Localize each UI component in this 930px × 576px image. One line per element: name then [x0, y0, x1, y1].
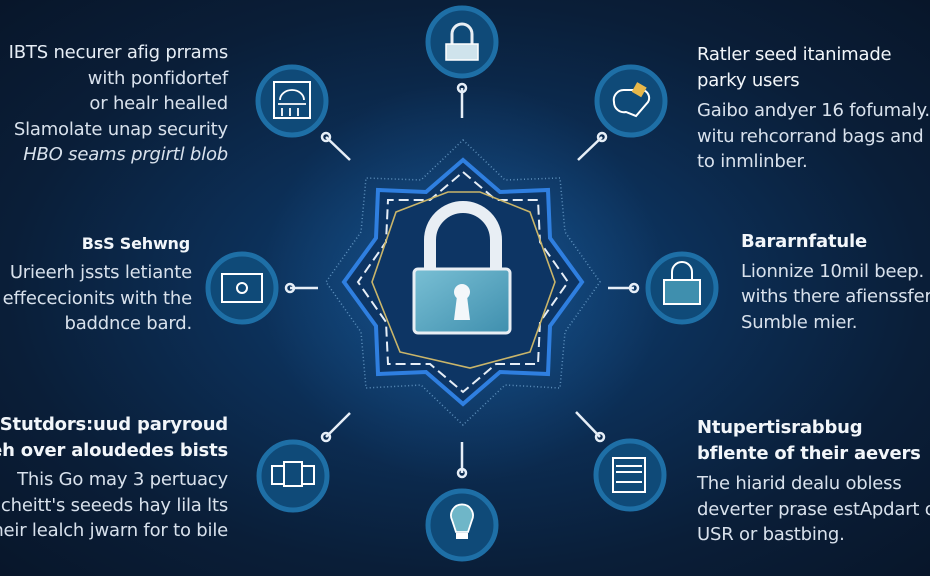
- connectors: [284, 82, 640, 479]
- text-line: Sumble mier.: [741, 311, 858, 333]
- text-line: effececionits with the: [2, 287, 193, 309]
- text-line: Slamolate unap security: [13, 118, 228, 140]
- node-top-padlock-icon: [425, 5, 499, 79]
- text-line: heir lealch jwarn for to bile: [0, 520, 228, 541]
- text-line: HBO seams prgirtl blob: [23, 144, 228, 165]
- block-title: Stutdors:uud paryroud: [0, 414, 228, 435]
- text-line: IBTS necurer afig prrams: [8, 42, 229, 63]
- block-title: parky users: [697, 69, 800, 91]
- text-line: cheitt's seeeds hay lila lts: [0, 494, 228, 516]
- text-line: witu rehcorrand bags and: [697, 125, 924, 147]
- text-line: deverter prase estApdart o: [697, 498, 930, 520]
- bottom-left-text: Stutdors:uud paryroud breh over aloudede…: [0, 412, 228, 544]
- top-right-text: Ratler seed itanimade parky users Gaibo …: [697, 42, 930, 175]
- block-title: BsS Sehwng: [81, 234, 190, 253]
- mid-right-text: Bararnfatule Lionnize 10mil beep. withs …: [741, 229, 930, 335]
- text-line: withs there afienssfer: [741, 286, 930, 307]
- text-line: Urieerh jssts letiante: [9, 262, 192, 283]
- node-building-icon: [255, 64, 329, 138]
- node-id-card-icon: [205, 251, 279, 325]
- text-line: This Go may 3 pertuacy: [17, 469, 228, 490]
- node-lock-document-icon: [645, 251, 719, 325]
- bottom-right-text: Ntupertisrabbug bflente of their aevers …: [697, 415, 930, 548]
- text-line: Lionnize 10mil beep.: [741, 260, 924, 282]
- node-chat-shield-icon: [594, 64, 668, 138]
- block-title: breh over aloudedes bists: [0, 439, 228, 461]
- block-title: Ratler seed itanimade: [697, 44, 892, 65]
- top-left-text: IBTS necurer afig prrams with ponfidorte…: [8, 40, 229, 168]
- node-lightbulb-icon: [425, 488, 499, 562]
- node-server-panel-icon: [593, 438, 667, 512]
- center-padlock-icon: [412, 201, 512, 335]
- node-devices-icon: [256, 439, 330, 513]
- text-line: to inmlinber.: [697, 151, 808, 172]
- mid-left-text: BsS Sehwng: [82, 231, 190, 260]
- mid-left-body: Urieerh jssts letiante effececionits wit…: [2, 260, 193, 337]
- block-title: bflente of their aevers: [697, 442, 921, 464]
- block-title: Ntupertisrabbug: [697, 417, 863, 438]
- text-line: or healr healled: [89, 93, 228, 114]
- text-line: baddnce bard.: [64, 313, 193, 334]
- text-line: with ponfidortef: [87, 67, 228, 89]
- block-title: Bararnfatule: [741, 231, 867, 252]
- text-line: USR or bastbing.: [697, 524, 845, 545]
- text-line: The hiarid dealu obless: [697, 473, 902, 494]
- text-line: Gaibo andyer 16 fofumaly.: [697, 100, 930, 121]
